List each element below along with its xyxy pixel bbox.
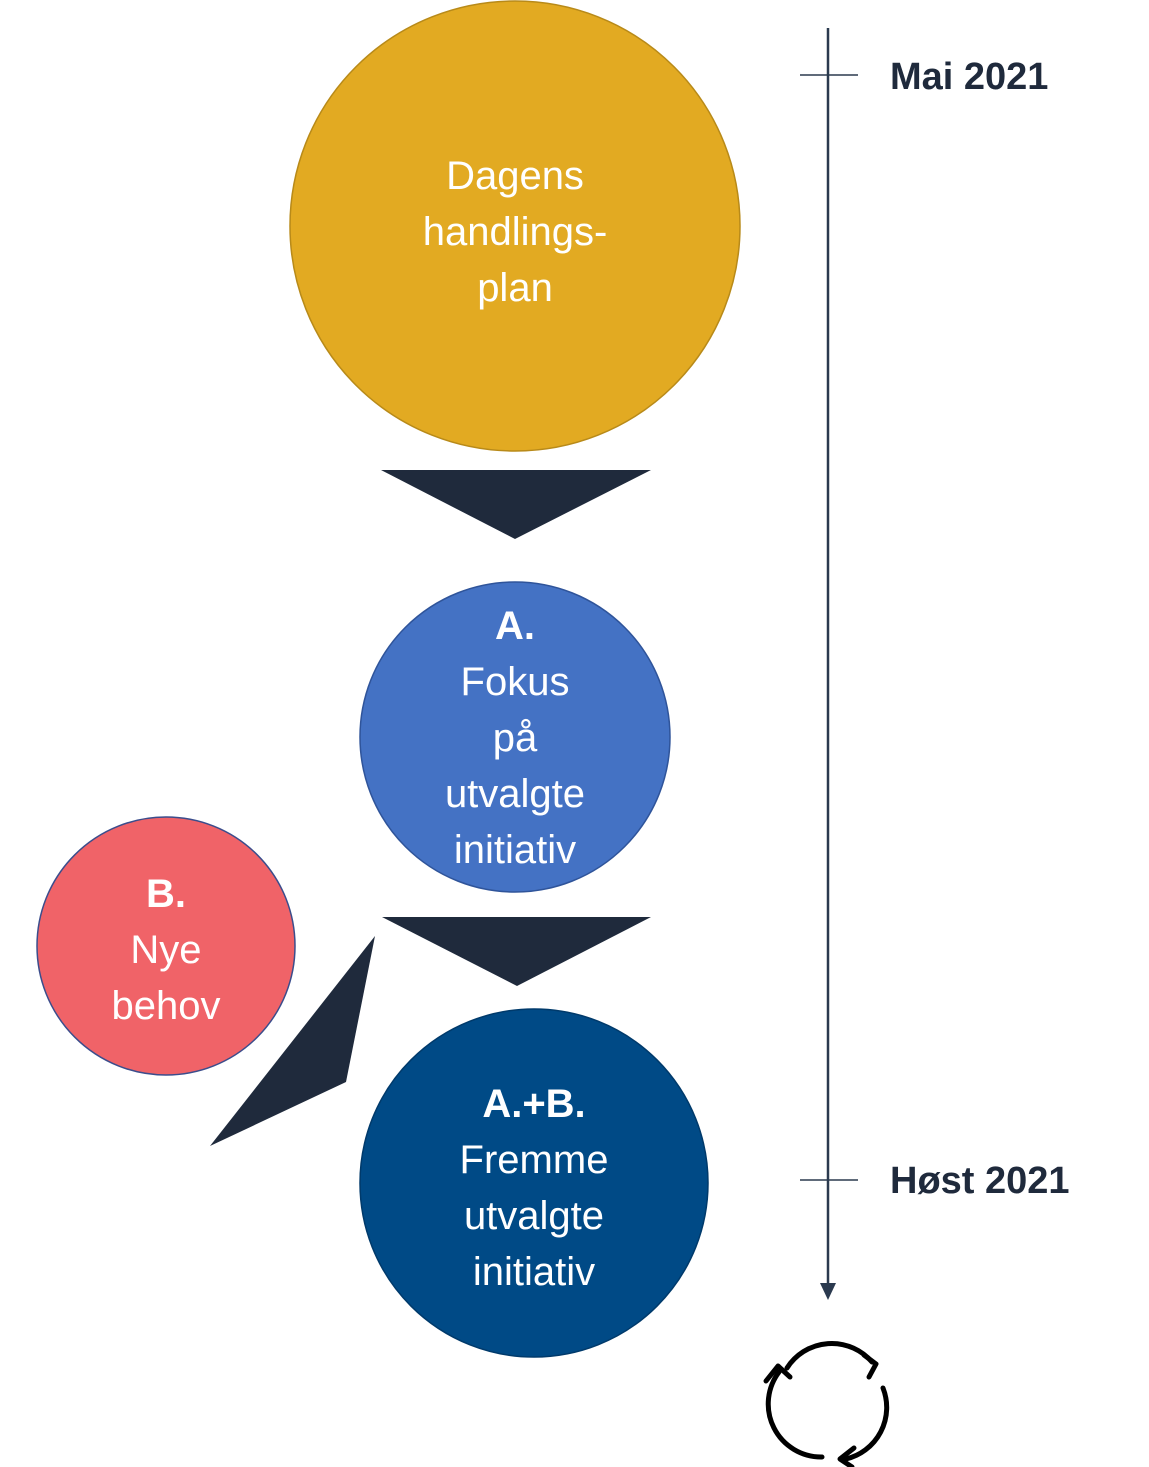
arrow-down-2 [382, 917, 651, 986]
arrow-down-1 [381, 470, 651, 539]
refresh-cycle-icon [763, 1340, 890, 1467]
circle-new-needs [36, 816, 296, 1076]
timeline-start-label: Mai 2021 [890, 56, 1049, 98]
combined-line-1: Fremme [459, 1138, 609, 1182]
circle-current-plan [289, 0, 741, 452]
combined-line-3: initiativ [472, 1250, 596, 1294]
combined-line-2: utvalgte [463, 1194, 605, 1238]
focus-label: A. Fokus på utvalgte initiativ [415, 598, 615, 878]
new-needs-line-2: behov [111, 984, 221, 1028]
combined-title: A.+B. [482, 1082, 586, 1126]
current-plan-line-1: Dagens [446, 154, 584, 198]
new-needs-line-1: Nye [130, 928, 202, 972]
current-plan-line-3: plan [477, 266, 553, 310]
combined-label: A.+B. Fremme utvalgte initiativ [414, 1076, 654, 1300]
new-needs-title: B. [146, 872, 186, 916]
timeline-end-label: Høst 2021 [890, 1160, 1070, 1202]
focus-line-4: initiativ [453, 828, 577, 872]
current-plan-line-2: handlings- [422, 210, 608, 254]
focus-line-2: på [492, 716, 538, 760]
focus-line-1: Fokus [460, 660, 570, 704]
circle-combined [359, 1008, 709, 1358]
arrow-merge-b [210, 936, 375, 1146]
focus-line-3: utvalgte [444, 772, 586, 816]
circle-focus [359, 581, 671, 893]
focus-title: A. [495, 604, 535, 648]
current-plan-label: Dagens handlings- plan [395, 148, 635, 316]
timeline-arrowhead [820, 1283, 836, 1300]
new-needs-label: B. Nye behov [76, 866, 256, 1034]
